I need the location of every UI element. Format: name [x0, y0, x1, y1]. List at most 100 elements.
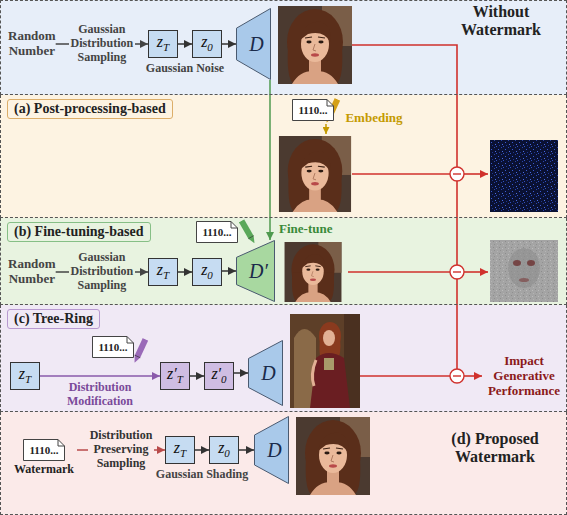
latent-symbol: z′T	[167, 366, 183, 385]
decoder-trapezoid: D	[236, 8, 271, 80]
watermark-doc-icon: 1110...	[92, 336, 134, 358]
decoder-outline	[249, 341, 283, 406]
difference-image-part	[513, 260, 521, 266]
generated-image-part	[296, 417, 370, 495]
band-fills-part	[0, 0, 567, 95]
latent-symbol: zT	[157, 34, 169, 53]
latent-box: z′T	[160, 362, 190, 390]
latent-symbol: z′0	[211, 366, 226, 385]
edge-label-holder: Gaussian Distribution Sampling	[69, 23, 136, 64]
subtract-symbol-part	[453, 375, 461, 376]
difference-image-part	[519, 278, 529, 282]
watermark-doc-icon: 1110...	[196, 221, 238, 243]
decoder-outline	[237, 9, 271, 80]
document-fold	[231, 222, 238, 229]
edge-label-holder: Distribution Modification	[65, 381, 135, 409]
decoder-symbol: D	[255, 363, 275, 383]
document-outline	[197, 222, 238, 243]
subtract-symbol-part	[453, 271, 461, 272]
input-text: Random Number	[8, 257, 56, 287]
pen-icon	[132, 98, 340, 364]
decoder-symbol: D	[261, 440, 281, 460]
watermark-bits: 1110...	[202, 227, 231, 238]
difference-image-part	[490, 140, 558, 212]
watermark-bits: 1110...	[298, 105, 327, 116]
latent-box: zT	[148, 30, 178, 58]
label-holder: Gaussian Shading	[156, 468, 248, 482]
watermark-caption: Watermark	[14, 463, 74, 477]
section-heading: (d) Proposed Watermark	[429, 430, 561, 467]
generated-image-part	[279, 136, 351, 212]
decoder-symbol: D′	[243, 261, 268, 281]
section-band: 1110... Watermark zT z0 D (d) Proposed Waterm…	[0, 412, 567, 515]
edge-label-holder: Distribution Preserving Sampling	[88, 429, 155, 470]
document-icon: 1110...	[292, 99, 334, 121]
document-outline	[93, 337, 134, 358]
difference-wires-part	[348, 271, 450, 273]
latent-box: zT	[165, 436, 195, 464]
latent-symbol: zT	[157, 262, 169, 281]
embed-arrow	[326, 124, 327, 134]
latent-box: z′0	[204, 362, 234, 390]
pen-icon-part	[239, 219, 257, 245]
band-fills-part	[0, 305, 567, 412]
subtract-symbol-part	[450, 369, 464, 383]
decoder-symbol: D	[243, 34, 263, 54]
section-heading: (c) Tree-Ring	[7, 309, 100, 329]
subtract-symbol-part	[450, 167, 464, 181]
flow-arrow	[269, 80, 271, 240]
difference-wires-part	[360, 375, 450, 377]
watermark-bits: 1110...	[98, 342, 127, 353]
difference-image	[490, 140, 558, 302]
document-fold	[127, 337, 134, 344]
subtract-symbol-part	[453, 173, 461, 174]
document-fold	[327, 100, 334, 107]
latent-symbol: zT	[19, 366, 31, 385]
difference-image-part	[490, 240, 558, 302]
input-text: Random Number	[8, 29, 56, 59]
latent-box: z0	[209, 436, 239, 464]
subtract-symbol	[450, 167, 464, 383]
latent-symbol: z0	[201, 262, 213, 281]
watermark-doc-icon: 1110... Watermark	[14, 439, 74, 477]
band-fills-part	[0, 218, 567, 305]
difference-wires-part	[464, 271, 488, 273]
difference-wires-part	[464, 375, 482, 377]
document-icon: 1110...	[92, 336, 134, 358]
document-icon: 1110...	[23, 439, 65, 461]
document-icon: 1110...	[196, 221, 238, 243]
flow-arrow	[234, 372, 248, 374]
edge-label: Fine-tune	[277, 222, 334, 237]
watermark-bits: 1110...	[29, 445, 58, 456]
flow-arrow	[195, 449, 209, 451]
flow-arrow	[40, 375, 160, 377]
annotation-label: Impact Generative Performance	[488, 354, 560, 399]
flow-arrow	[178, 43, 192, 45]
band-fills-part	[0, 95, 567, 218]
document-outline	[293, 100, 334, 121]
edge-label: Gaussian Distribution Sampling	[69, 23, 136, 64]
decoder-trapezoid: D	[254, 416, 289, 484]
edge-label-holder: Fine-tune	[277, 222, 334, 237]
decoder-trapezoid: D	[248, 340, 283, 406]
section-heading: (b) Fine-tuning-based	[7, 222, 151, 242]
input-text-node: Random Number	[8, 29, 56, 59]
edge-label: Distribution Preserving Sampling	[88, 429, 155, 470]
difference-wires-part	[352, 173, 450, 175]
annotation-label: Embeding	[345, 111, 402, 126]
section-heading: (a) Post-processing-based	[7, 99, 173, 119]
decoder-outline	[255, 417, 289, 484]
input-text-node: Random Number	[8, 257, 56, 287]
embed-arrow-part	[325, 124, 327, 134]
latent-symbol: z0	[218, 440, 230, 459]
latent-box: z0	[192, 258, 222, 286]
edge-label-holder: Gaussian Distribution Sampling	[69, 251, 136, 292]
subtract-symbol-part	[450, 265, 464, 279]
generated-image	[278, 6, 370, 495]
difference-image-part	[508, 248, 540, 288]
latent-symbol: z0	[201, 34, 213, 53]
difference-wires-part	[352, 45, 457, 369]
label-holder: Embeding	[345, 111, 402, 126]
